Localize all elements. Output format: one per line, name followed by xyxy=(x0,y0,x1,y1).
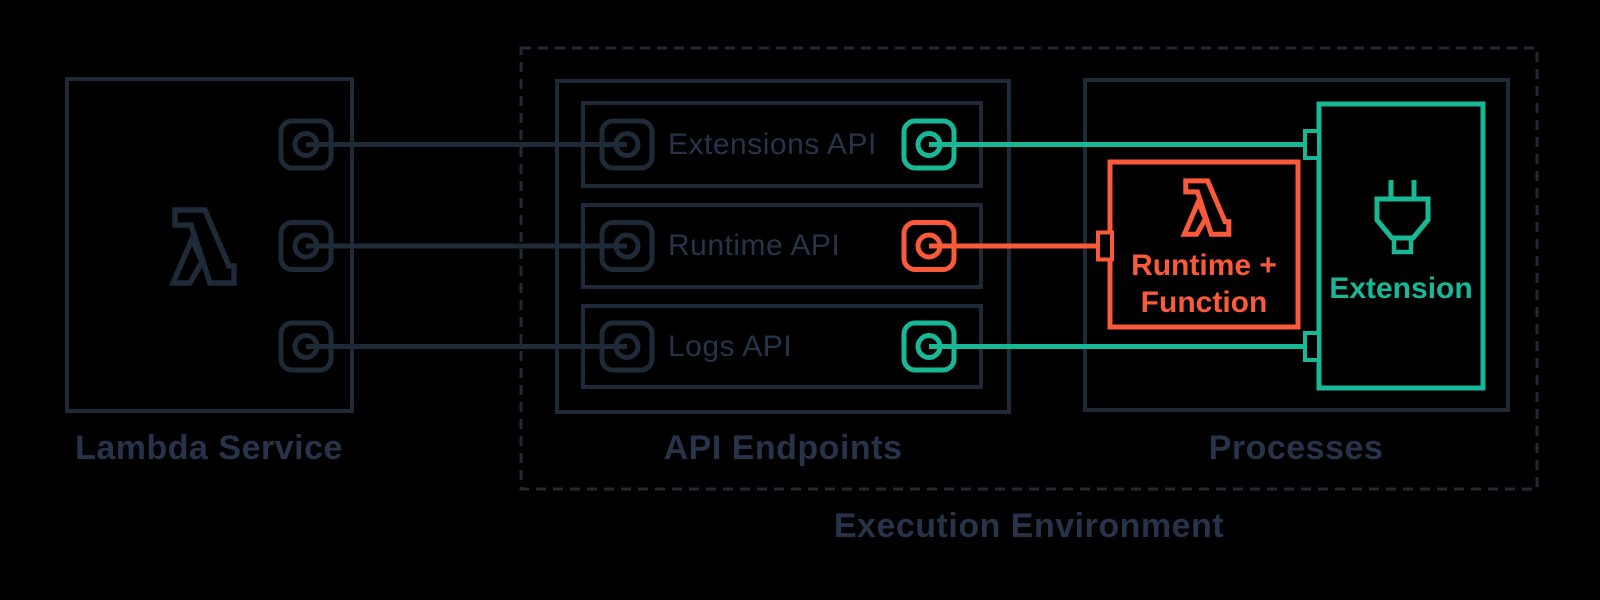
extension-bottom-tab xyxy=(1303,331,1321,362)
execution-environment-dashed-box xyxy=(519,46,1539,491)
extensions-api-in-port-icon xyxy=(599,118,655,171)
logs-api-label: Logs API xyxy=(668,330,793,363)
logs-api-in-port-icon xyxy=(599,320,655,373)
extensions-api-out-port-icon xyxy=(901,118,957,171)
extension-box xyxy=(1316,101,1486,391)
lambda-service-label: Lambda Service xyxy=(75,429,343,467)
lambda-icon xyxy=(1184,181,1229,234)
runtime-function-label-line2: Function xyxy=(1140,286,1268,319)
runtime-api-label: Runtime API xyxy=(668,229,841,262)
runtime-function-label-line1: Runtime + xyxy=(1131,249,1277,282)
extension-top-tab xyxy=(1303,129,1321,160)
processes-label: Processes xyxy=(1208,429,1384,467)
logs-api-out-port-icon xyxy=(901,320,957,373)
runtime-api-out-port-icon xyxy=(901,220,957,272)
runtime-api-in-port-icon xyxy=(599,220,655,272)
lambda-port-extensions-icon xyxy=(278,118,334,171)
lambda-port-logs-icon xyxy=(278,320,334,373)
api-endpoints-label: API Endpoints xyxy=(663,429,903,467)
extensions-api-label: Extensions API xyxy=(668,128,877,161)
extension-label: Extension xyxy=(1329,272,1473,305)
runtime-function-label: Runtime + Function xyxy=(1114,247,1294,321)
plug-icon xyxy=(1374,180,1431,255)
runtime-function-tab xyxy=(1096,230,1114,262)
lambda-port-runtime-icon xyxy=(278,220,334,272)
lambda-icon xyxy=(173,210,234,283)
execution-environment-label: Execution Environment xyxy=(833,507,1225,545)
